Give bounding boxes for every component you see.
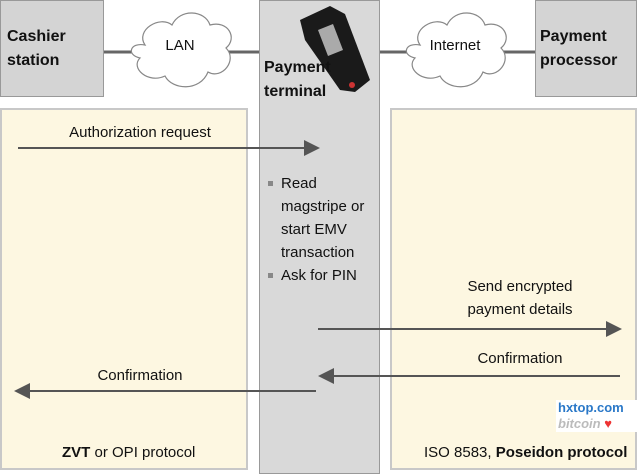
lan-label: LAN: [165, 37, 195, 54]
internet-label: Internet: [429, 37, 481, 54]
cashier-station-box: Cashier station: [0, 0, 104, 97]
send-encrypted-label: Send encrypted payment details: [467, 278, 573, 318]
right-protocol-label: ISO 8583, Poseidon protocol: [424, 444, 628, 461]
cashier-station-label: Cashier station: [7, 28, 66, 69]
confirmation-right-label: Confirmation: [477, 350, 563, 367]
cashier-panel: [0, 108, 248, 470]
confirmation-left-label: Confirmation: [97, 367, 183, 384]
watermark-logo: hxtop.com bitcoin ♥: [556, 400, 637, 432]
step-item: Read magstripe or start EMV transaction: [268, 172, 378, 264]
step-item: Ask for PIN: [268, 264, 378, 287]
payment-processor-label: Payment processor: [540, 28, 618, 69]
payment-terminal-icon: [300, 6, 370, 92]
internet-cloud-icon: [405, 12, 507, 88]
lan-cloud-icon: [130, 12, 232, 88]
left-protocol-label: ZVT or OPI protocol: [62, 444, 196, 461]
terminal-steps: Read magstripe or start EMV transaction …: [268, 172, 378, 287]
payment-terminal-label: Payment terminal: [264, 59, 331, 100]
auth-request-label: Authorization request: [69, 124, 211, 141]
payment-processor-box: Payment processor: [535, 0, 637, 97]
